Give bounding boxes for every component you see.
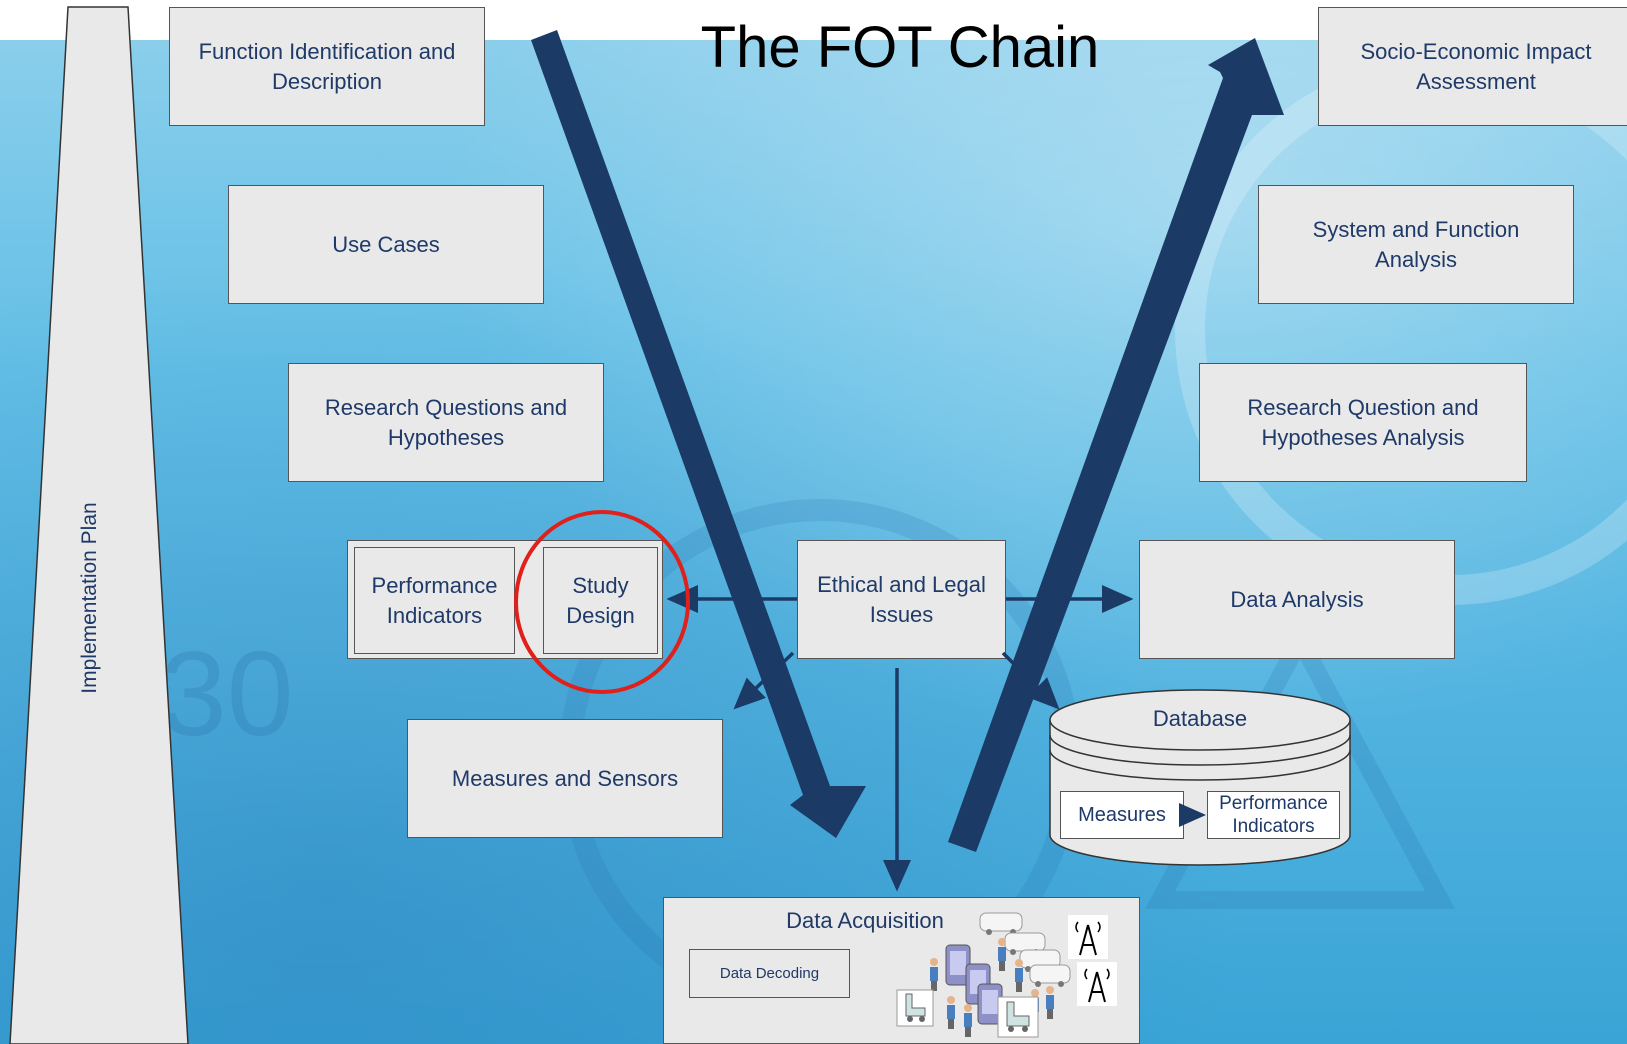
truck-icon bbox=[997, 996, 1039, 1038]
study-design-label: Study Design bbox=[566, 572, 635, 628]
person-icon bbox=[947, 996, 955, 1029]
phone-icon bbox=[945, 944, 971, 986]
car-icon bbox=[1029, 964, 1071, 987]
data-acquisition-label: Data Acquisition bbox=[786, 908, 944, 933]
rq-analysis-box: Research Question and Hypotheses Analysi… bbox=[1199, 363, 1527, 482]
db-measures-label: Measures bbox=[1078, 804, 1166, 826]
use-cases-label: Use Cases bbox=[332, 231, 440, 257]
database-label: Database bbox=[1152, 706, 1248, 731]
db-measures-box: Measures bbox=[1060, 791, 1184, 839]
data-decoding-box: Data Decoding bbox=[689, 949, 850, 998]
person-icon bbox=[1015, 959, 1023, 992]
car-icon bbox=[979, 912, 1023, 935]
page-title: The FOT Chain bbox=[700, 15, 1100, 80]
antenna-icon bbox=[1068, 915, 1108, 959]
ethical-legal-box: Ethical and Legal Issues bbox=[797, 540, 1006, 659]
system-function-label: System and Function Analysis bbox=[1312, 216, 1520, 272]
svg-text:30: 30 bbox=[160, 627, 293, 761]
research-questions-label: Research Questions and Hypotheses bbox=[324, 394, 568, 450]
truck-icon bbox=[896, 989, 934, 1027]
socio-economic-label: Socio-Economic Impact Assessment bbox=[1360, 38, 1592, 94]
antenna-icon bbox=[1077, 962, 1117, 1006]
down-arrow bbox=[531, 30, 866, 838]
db-performance-indicators-label: Performance Indicators bbox=[1219, 793, 1328, 837]
function-identification-box: Function Identification and Description bbox=[169, 7, 485, 126]
measures-sensors-label: Measures and Sensors bbox=[451, 765, 679, 791]
person-icon bbox=[930, 958, 938, 991]
study-design-highlight-circle bbox=[514, 510, 690, 694]
person-icon bbox=[964, 1004, 972, 1037]
data-decoding-label: Data Decoding bbox=[719, 964, 820, 982]
study-design-box: Study Design bbox=[543, 547, 658, 654]
person-icon bbox=[998, 938, 1006, 971]
phone-icon bbox=[977, 983, 1003, 1025]
implementation-plan-wedge bbox=[9, 6, 189, 1044]
ethical-legal-label: Ethical and Legal Issues bbox=[817, 571, 986, 627]
db-performance-indicators-box: Performance Indicators bbox=[1207, 791, 1340, 839]
system-function-box: System and Function Analysis bbox=[1258, 185, 1574, 304]
arrow-to-measures-sensors bbox=[733, 651, 795, 710]
data-analysis-label: Data Analysis bbox=[1230, 586, 1364, 612]
data-analysis-box: Data Analysis bbox=[1139, 540, 1455, 659]
person-icon bbox=[1046, 986, 1054, 1019]
rq-analysis-label: Research Question and Hypotheses Analysi… bbox=[1247, 394, 1479, 450]
use-cases-box: Use Cases bbox=[228, 185, 544, 304]
performance-indicators-label: Performance Indicators bbox=[371, 572, 498, 628]
up-arrow bbox=[948, 38, 1284, 852]
research-questions-box: Research Questions and Hypotheses bbox=[288, 363, 604, 482]
function-identification-label: Function Identification and Description bbox=[198, 38, 456, 94]
socio-economic-box: Socio-Economic Impact Assessment bbox=[1318, 7, 1627, 126]
measures-sensors-box: Measures and Sensors bbox=[407, 719, 723, 838]
arrow-to-database bbox=[1001, 651, 1060, 710]
performance-indicators-box: Performance Indicators bbox=[354, 547, 515, 654]
